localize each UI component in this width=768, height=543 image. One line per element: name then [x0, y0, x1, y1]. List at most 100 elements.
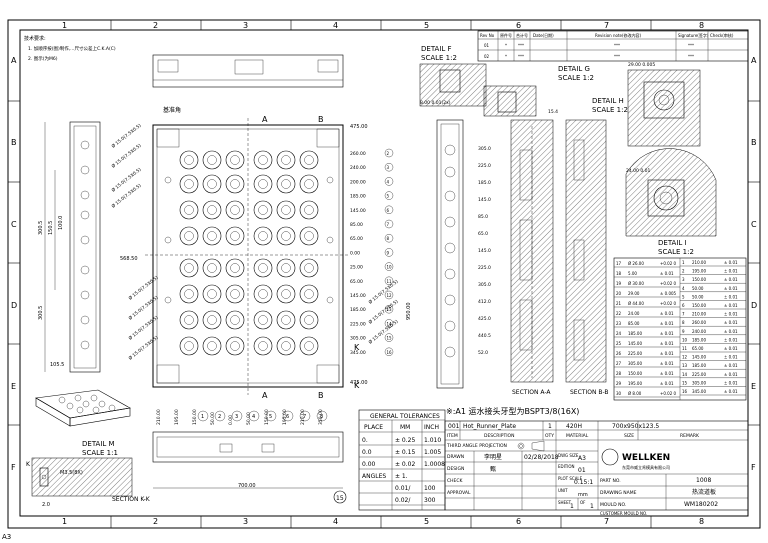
dim-bubble-label: 4: [387, 179, 390, 184]
rev-r1-no: 01: [484, 43, 490, 48]
tb-h-material: MATERIAL: [566, 433, 589, 439]
row-label-b: B: [11, 138, 17, 147]
revision-table: Rev No 原件号 合计号 Date(日期) Revision note(修改…: [477, 30, 749, 62]
nozzle-pocket: [253, 310, 273, 330]
nozzle-pocket: [253, 336, 273, 356]
hole-table-value: 345.00: [692, 389, 706, 394]
side-hole: [80, 140, 90, 150]
nozzle-pocket: [179, 200, 199, 220]
hole-table-value: 150.00: [692, 277, 706, 282]
nozzle-bore: [258, 341, 268, 351]
hole-table-id: 18: [616, 271, 622, 276]
col-label-7: 7: [604, 21, 609, 30]
nozzle-pocket: [225, 200, 245, 220]
right-top-dim: 475.00: [350, 124, 368, 130]
col-label-5: 5: [424, 21, 429, 30]
left-dim-105: 105.5: [50, 362, 64, 368]
dim-bubble: [384, 333, 394, 342]
hole-table-id: 22: [616, 311, 622, 316]
tol-place: ANGLES: [362, 473, 386, 480]
nozzle-bore: [207, 263, 217, 273]
row-label-b-right: B: [751, 138, 757, 147]
strip-hole: [444, 144, 456, 156]
tol-place: 0.0: [362, 449, 372, 456]
hole-table-tol: ± 0.01: [724, 260, 738, 265]
notes-line-1: 1. 加顺序按(图)制作,...尺寸公差上C.K.A(C): [28, 45, 116, 52]
nozzle-bore: [207, 179, 217, 189]
dim-bubble: [384, 163, 394, 172]
dim-bubble-label: 15: [387, 336, 393, 341]
tol-mm: ± 0.02: [395, 461, 415, 468]
hole-table-value: 195.00: [692, 269, 706, 274]
nozzle-pocket: [179, 336, 199, 356]
section-mark-a-top: A: [262, 115, 268, 124]
col-label-3-bottom: 3: [243, 517, 248, 526]
tb-unit-label: UNIT: [558, 488, 568, 493]
detail-g-dim: 15.4: [548, 109, 558, 115]
section-kk-view: SECTION K-K: [112, 496, 151, 503]
strip-hole: [444, 268, 456, 280]
tb-drawing-name-label: DRAWING NAME: [600, 490, 637, 496]
dim-bubble-label: 6: [387, 208, 390, 213]
detail-m-thread: M3.5(8X): [60, 470, 83, 476]
bottom-bubble-label: 3: [235, 414, 238, 420]
dim-bubble: [384, 262, 394, 271]
hole-table-id: 24: [616, 331, 622, 336]
tb-drawing-name: 热流道板: [692, 488, 716, 496]
nozzle-pocket: [225, 258, 245, 278]
side-hole: [80, 315, 90, 325]
rev-r1-total: ***: [518, 43, 524, 48]
nozzle-pocket: [276, 258, 296, 278]
nozzle-pocket: [179, 150, 199, 170]
nozzle-pocket: [299, 284, 319, 304]
dim-bubble-label: 13: [387, 307, 393, 312]
nozzle-pocket: [299, 310, 319, 330]
hole-table-value: 150.00: [628, 371, 642, 376]
right-coord-dim: 65.00: [350, 236, 363, 242]
rev-r2-sign: ***: [688, 54, 694, 59]
hole-table-id: 4: [682, 286, 685, 291]
left-dim-300-a: 300.5: [38, 221, 44, 235]
nozzle-pocket: [253, 226, 273, 246]
hole-table-tol: ± 0.01: [724, 303, 738, 308]
datum-label: 基准角: [163, 106, 181, 114]
hole-table-tol: ± 0.01: [724, 294, 738, 299]
dim-bubble: [384, 305, 394, 314]
bottom-bubble-label: 5: [269, 414, 272, 420]
company-sub: 东莞市威立肯模具有限公司: [622, 464, 670, 470]
dim-bubble-label: 3: [387, 165, 390, 170]
hole-table-tol: ± 0.01: [660, 381, 674, 386]
detail-m-k: K: [26, 461, 31, 468]
section-mark-b-top: B: [318, 115, 324, 124]
main-dim-5685: 568.50: [120, 256, 138, 262]
tb-drawn-by: 李明星: [484, 453, 502, 461]
nozzle-bore: [304, 179, 314, 189]
hole-table-tol: ± 0.01: [660, 271, 674, 276]
nozzle-bore: [258, 179, 268, 189]
rev-r2-total: ***: [518, 54, 524, 59]
col-label-8: 8: [699, 21, 704, 30]
hole-table-value: Ø 26.00: [628, 261, 644, 266]
nozzle-bore: [304, 341, 314, 351]
section-mark-a-bottom: A: [262, 391, 268, 400]
right-coord-dim: 345.00: [350, 350, 366, 356]
drawing-frame: 1 2 3 4 5 6 7 8 1 2 3 4 5 6 7 8 A B C D …: [2, 19, 761, 541]
nozzle-bore: [207, 315, 217, 325]
col-label-6: 6: [516, 21, 521, 30]
hole-table-id: 26: [616, 351, 622, 356]
section-mark-b-bottom: B: [318, 391, 324, 400]
bottom-coord-dim: 150.00: [264, 409, 270, 425]
right-coord-dim: 225.00: [350, 321, 366, 327]
rev-h-no: Rev No: [480, 33, 495, 38]
bottom-coord-dim: 50.00: [246, 412, 252, 425]
tb-unit-val: mm: [578, 492, 588, 498]
rev-r1-sign: ***: [688, 43, 694, 48]
detail-f-scale: SCALE 1:2: [421, 54, 457, 62]
detail-g: DETAIL G SCALE 1:2 15.4: [483, 65, 594, 117]
hole-table-id: 30: [616, 391, 622, 396]
nozzle-pocket: [202, 284, 222, 304]
nozzle-pocket: [225, 284, 245, 304]
page-bubble: [333, 490, 347, 504]
